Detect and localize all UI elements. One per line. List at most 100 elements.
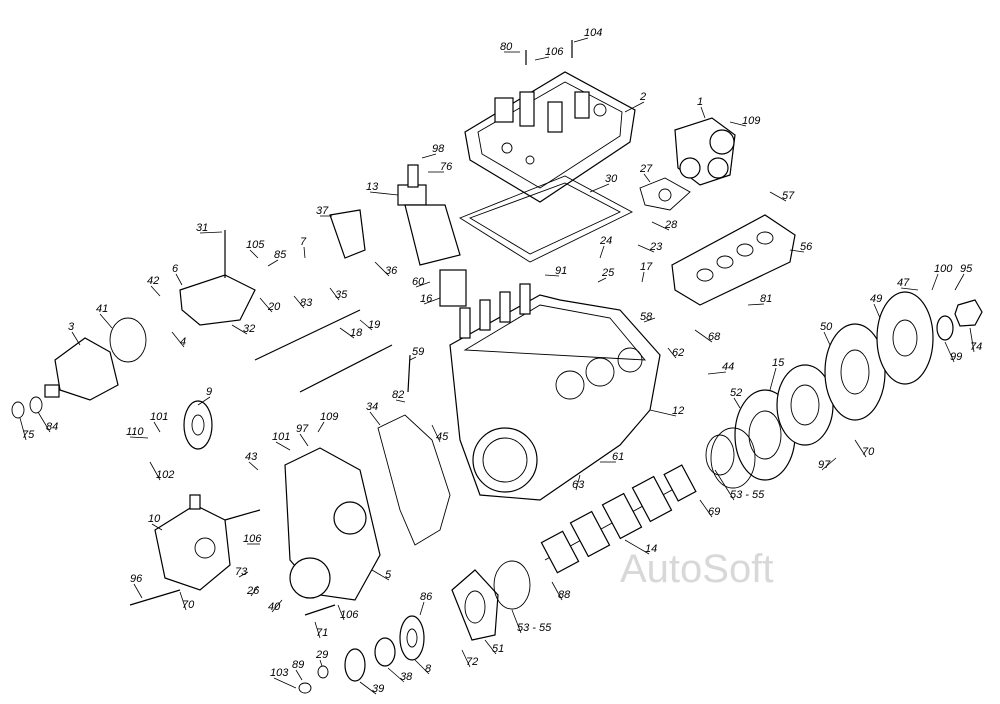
callout-c53a: 53 - 55	[730, 489, 765, 501]
callout-c89: 89	[292, 659, 304, 671]
leader-c57	[769, 191, 787, 202]
leader-c68	[694, 329, 713, 343]
leader-c52	[733, 397, 741, 409]
governor-3	[44, 337, 119, 401]
leader-c81	[747, 303, 765, 306]
callout-c51: 51	[492, 643, 504, 655]
leader-c104	[573, 37, 589, 43]
callout-c110: 110	[126, 426, 144, 438]
small-parts-bottom	[298, 637, 396, 694]
leader-c72	[461, 649, 471, 668]
leader-c5	[371, 569, 390, 581]
right-flanges	[710, 291, 983, 489]
leader-c53b	[511, 609, 522, 634]
leader-c75	[19, 417, 27, 441]
callout-c10: 10	[148, 513, 161, 525]
leader-c84	[37, 411, 51, 433]
callout-c42: 42	[147, 275, 159, 287]
leader-c89	[295, 669, 303, 681]
leader-c18	[339, 327, 355, 339]
leader-c19	[359, 319, 373, 331]
leader-c41	[99, 313, 113, 329]
callout-c16: 16	[420, 293, 433, 305]
callout-c58: 58	[640, 311, 653, 323]
leader-c7	[303, 246, 306, 259]
gasket-27	[639, 177, 691, 211]
callout-c14: 14	[645, 543, 657, 555]
leader-c96	[133, 583, 143, 599]
leader-c17	[641, 271, 645, 283]
callout-c70a: 70	[182, 599, 195, 611]
callout-c62: 62	[672, 347, 684, 359]
leader-c98	[421, 153, 437, 159]
side-cover	[671, 214, 796, 306]
callout-c38: 38	[400, 671, 413, 683]
leader-c62	[667, 347, 677, 359]
leader-c97a	[299, 433, 309, 447]
callout-c91: 91	[555, 265, 567, 277]
callout-c52: 52	[730, 387, 742, 399]
callout-c106c: 106	[340, 609, 359, 621]
callout-c80: 80	[500, 41, 513, 53]
callout-c71: 71	[316, 627, 328, 639]
leader-c25	[597, 277, 607, 283]
leader-c105	[249, 249, 259, 259]
leader-c12	[649, 409, 677, 417]
callout-c86: 86	[420, 591, 433, 603]
leader-c106a	[534, 56, 550, 61]
callout-c61: 61	[612, 451, 624, 463]
callout-c75: 75	[22, 429, 35, 441]
leader-c53a	[714, 469, 735, 501]
callout-c45: 45	[436, 431, 449, 443]
callout-c76: 76	[440, 161, 453, 173]
leader-c49	[873, 303, 881, 319]
leader-c3	[71, 331, 81, 346]
crankshaft	[540, 464, 697, 574]
leader-c88	[551, 581, 563, 601]
callout-c69: 69	[708, 506, 720, 518]
leader-c39	[359, 681, 377, 695]
callout-c74: 74	[970, 341, 982, 353]
gasket-34	[377, 414, 451, 546]
callout-c25: 25	[601, 267, 615, 279]
leader-c45	[431, 424, 441, 443]
leader-c32	[231, 324, 248, 335]
callout-c40: 40	[268, 601, 281, 613]
leader-c100	[931, 273, 939, 291]
leader-c24	[599, 245, 605, 259]
callout-c7: 7	[300, 236, 307, 248]
callout-c2: 2	[639, 91, 646, 103]
leader-c13	[369, 191, 399, 196]
leader-c103	[273, 677, 297, 689]
callout-c44: 44	[722, 361, 734, 373]
callout-c70b: 70	[862, 446, 875, 458]
leader-c8	[414, 659, 430, 675]
callout-c84: 84	[46, 421, 58, 433]
control-rods	[224, 230, 411, 393]
leader-c85	[267, 259, 279, 267]
leader-c36	[374, 261, 390, 277]
gear-cover	[284, 447, 381, 601]
leader-c9	[197, 396, 211, 406]
pump-head	[674, 117, 736, 186]
leader-c6	[175, 273, 183, 286]
leader-c27	[643, 173, 651, 183]
callout-c37: 37	[316, 205, 329, 217]
o-rings	[11, 317, 735, 610]
callout-c6: 6	[172, 263, 179, 275]
leader-c35	[329, 287, 340, 301]
callout-c82: 82	[392, 389, 404, 401]
leader-c20	[259, 297, 273, 313]
leader-c14	[624, 539, 650, 555]
leader-c70a	[179, 591, 187, 611]
callout-c95: 95	[960, 263, 973, 275]
leader-c58	[643, 317, 656, 323]
callout-c56: 56	[800, 241, 813, 253]
callout-c102: 102	[156, 469, 174, 481]
callout-c3: 3	[68, 321, 75, 333]
leader-c109a	[729, 121, 747, 127]
callout-c81: 81	[760, 293, 772, 305]
callout-c49: 49	[870, 293, 882, 305]
callout-c36: 36	[385, 265, 398, 277]
